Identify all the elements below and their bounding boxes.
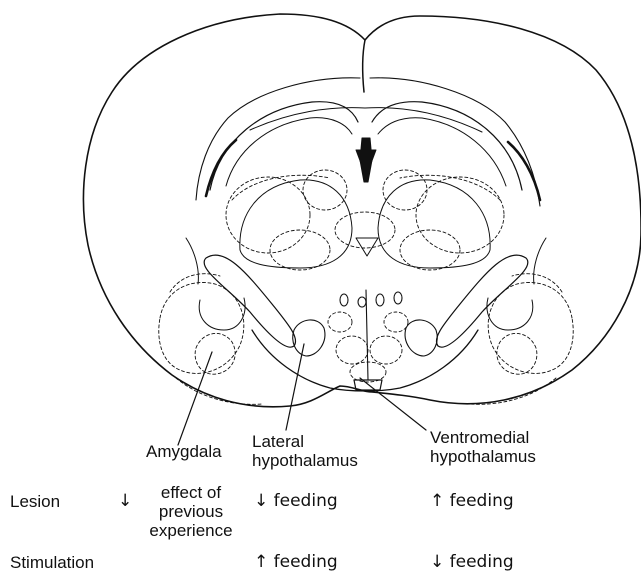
hippocampus-arch-right <box>372 102 522 190</box>
lesion-lateral-effect: ↓ feeding <box>254 492 338 511</box>
lesion-amygdala-effect-line3: experience <box>142 521 240 540</box>
lesion-amygdala-effect: effect of previous experience <box>142 483 240 540</box>
callosum-band <box>250 108 482 132</box>
lateral-hypothalamus-label-line1: Lateral <box>252 432 358 451</box>
stimulation-row-label: Stimulation <box>10 553 94 572</box>
hippocampus-arch-right-2 <box>378 118 506 186</box>
amygdala-leader-line <box>178 352 212 445</box>
lesion-row-label: Lesion <box>10 492 60 511</box>
cortex-inner-left <box>196 78 360 200</box>
lateral-hypothalamus-label: Lateral hypothalamus <box>252 432 358 470</box>
amygdala-label: Amygdala <box>146 442 222 461</box>
amygdala-outline <box>186 238 546 330</box>
stimulation-ventromedial-effect: ↓ feeding <box>430 553 514 572</box>
stimulation-lateral-effect: ↑ feeding <box>254 553 338 572</box>
lateral-hypothalamus-label-line2: hypothalamus <box>252 451 358 470</box>
lesion-amygdala-arrow: ↓ <box>118 492 132 511</box>
ventromedial-hypothalamus-label: Ventromedial hypothalamus <box>430 428 536 466</box>
lesion-amygdala-effect-line1: effect of <box>142 483 240 502</box>
lateral-hypothalamus-regions <box>293 290 438 380</box>
lateral-hypothalamus-leader-line <box>286 344 304 430</box>
lesion-ventromedial-effect: ↑ feeding <box>430 492 514 511</box>
ventromedial-hypothalamus-label-line2: hypothalamus <box>430 447 536 466</box>
ventromedial-hypothalamus-leader-line <box>360 378 426 430</box>
ventromedial-hypothalamus-label-line1: Ventromedial <box>430 428 536 447</box>
third-ventricle-wedge <box>356 150 376 166</box>
lesion-amygdala-effect-line2: previous <box>142 502 240 521</box>
midline-fissure <box>363 40 365 92</box>
thalamus-nuclei <box>226 170 504 270</box>
thalamus-solid-outlines <box>240 180 490 268</box>
